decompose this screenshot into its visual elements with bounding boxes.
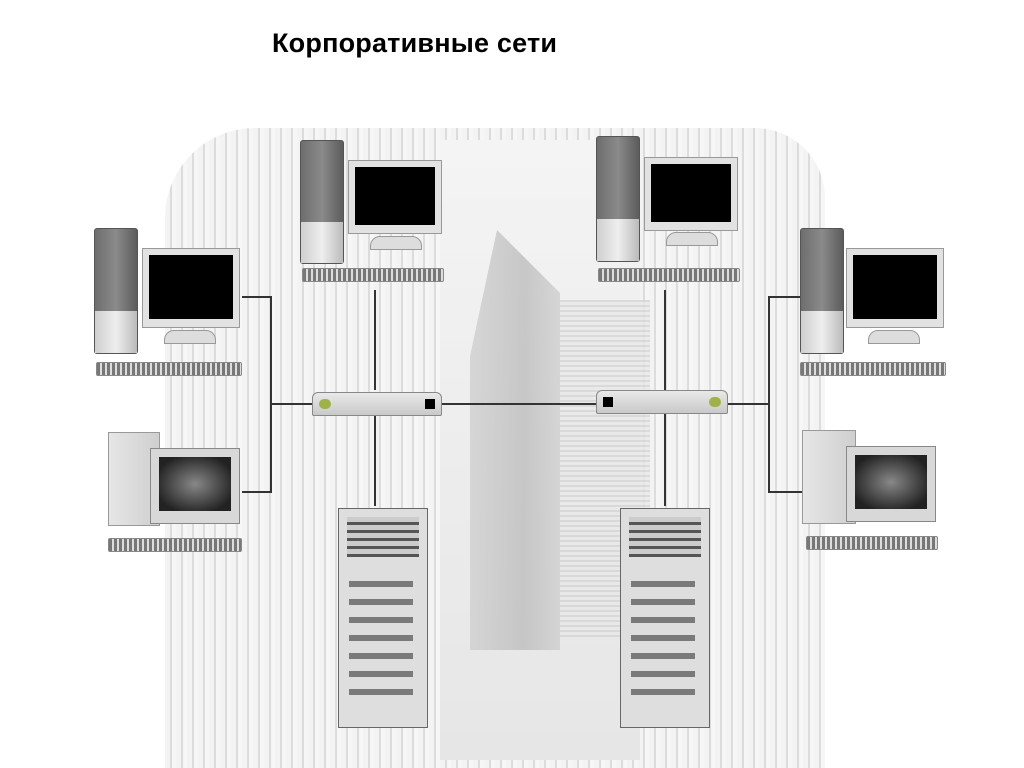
building-silhouette: [470, 230, 560, 650]
slide-title: Корпоративные сети: [272, 28, 558, 58]
crt-monitor-icon: [150, 448, 240, 524]
led-icon: [319, 399, 331, 409]
link-left-lower: [242, 491, 272, 493]
link-topright-hub: [664, 290, 666, 390]
link-left-hub: [270, 403, 320, 405]
keyboard-icon: [96, 362, 242, 376]
link-right-hub: [726, 403, 770, 405]
link-hub-hub: [440, 403, 598, 405]
hub-right: [596, 390, 728, 414]
server-left: [338, 508, 428, 728]
monitor-icon: [348, 160, 442, 234]
link-hub-server-left: [374, 414, 376, 506]
monitor-stand: [666, 232, 718, 246]
keyboard-icon: [806, 536, 938, 550]
link-hub-server-right: [664, 414, 666, 506]
link-left-vertical: [270, 296, 272, 492]
monitor-icon: [142, 248, 240, 328]
tower-icon: [300, 140, 344, 264]
tower-icon: [94, 228, 138, 354]
monitor-stand: [868, 330, 920, 344]
link-right-upper: [768, 296, 802, 298]
server-right: [620, 508, 710, 728]
server-drive-panel: [347, 517, 419, 557]
port-icon: [425, 399, 435, 409]
keyboard-icon: [302, 268, 444, 282]
tower-icon: [596, 136, 640, 262]
link-right-vertical: [768, 296, 770, 492]
monitor-stand: [370, 236, 422, 250]
link-left-upper: [242, 296, 272, 298]
keyboard-icon: [108, 538, 242, 552]
link-right-lower: [768, 491, 802, 493]
hub-left: [312, 392, 442, 416]
tower-icon: [800, 228, 844, 354]
monitor-stand: [164, 330, 216, 344]
monitor-icon: [846, 248, 944, 328]
link-topleft-hub: [374, 290, 376, 390]
led-icon: [709, 397, 721, 407]
monitor-icon: [644, 157, 738, 231]
keyboard-icon: [800, 362, 946, 376]
port-icon: [603, 397, 613, 407]
keyboard-icon: [598, 268, 740, 282]
server-drive-panel: [629, 517, 701, 557]
crt-monitor-icon: [846, 446, 936, 522]
